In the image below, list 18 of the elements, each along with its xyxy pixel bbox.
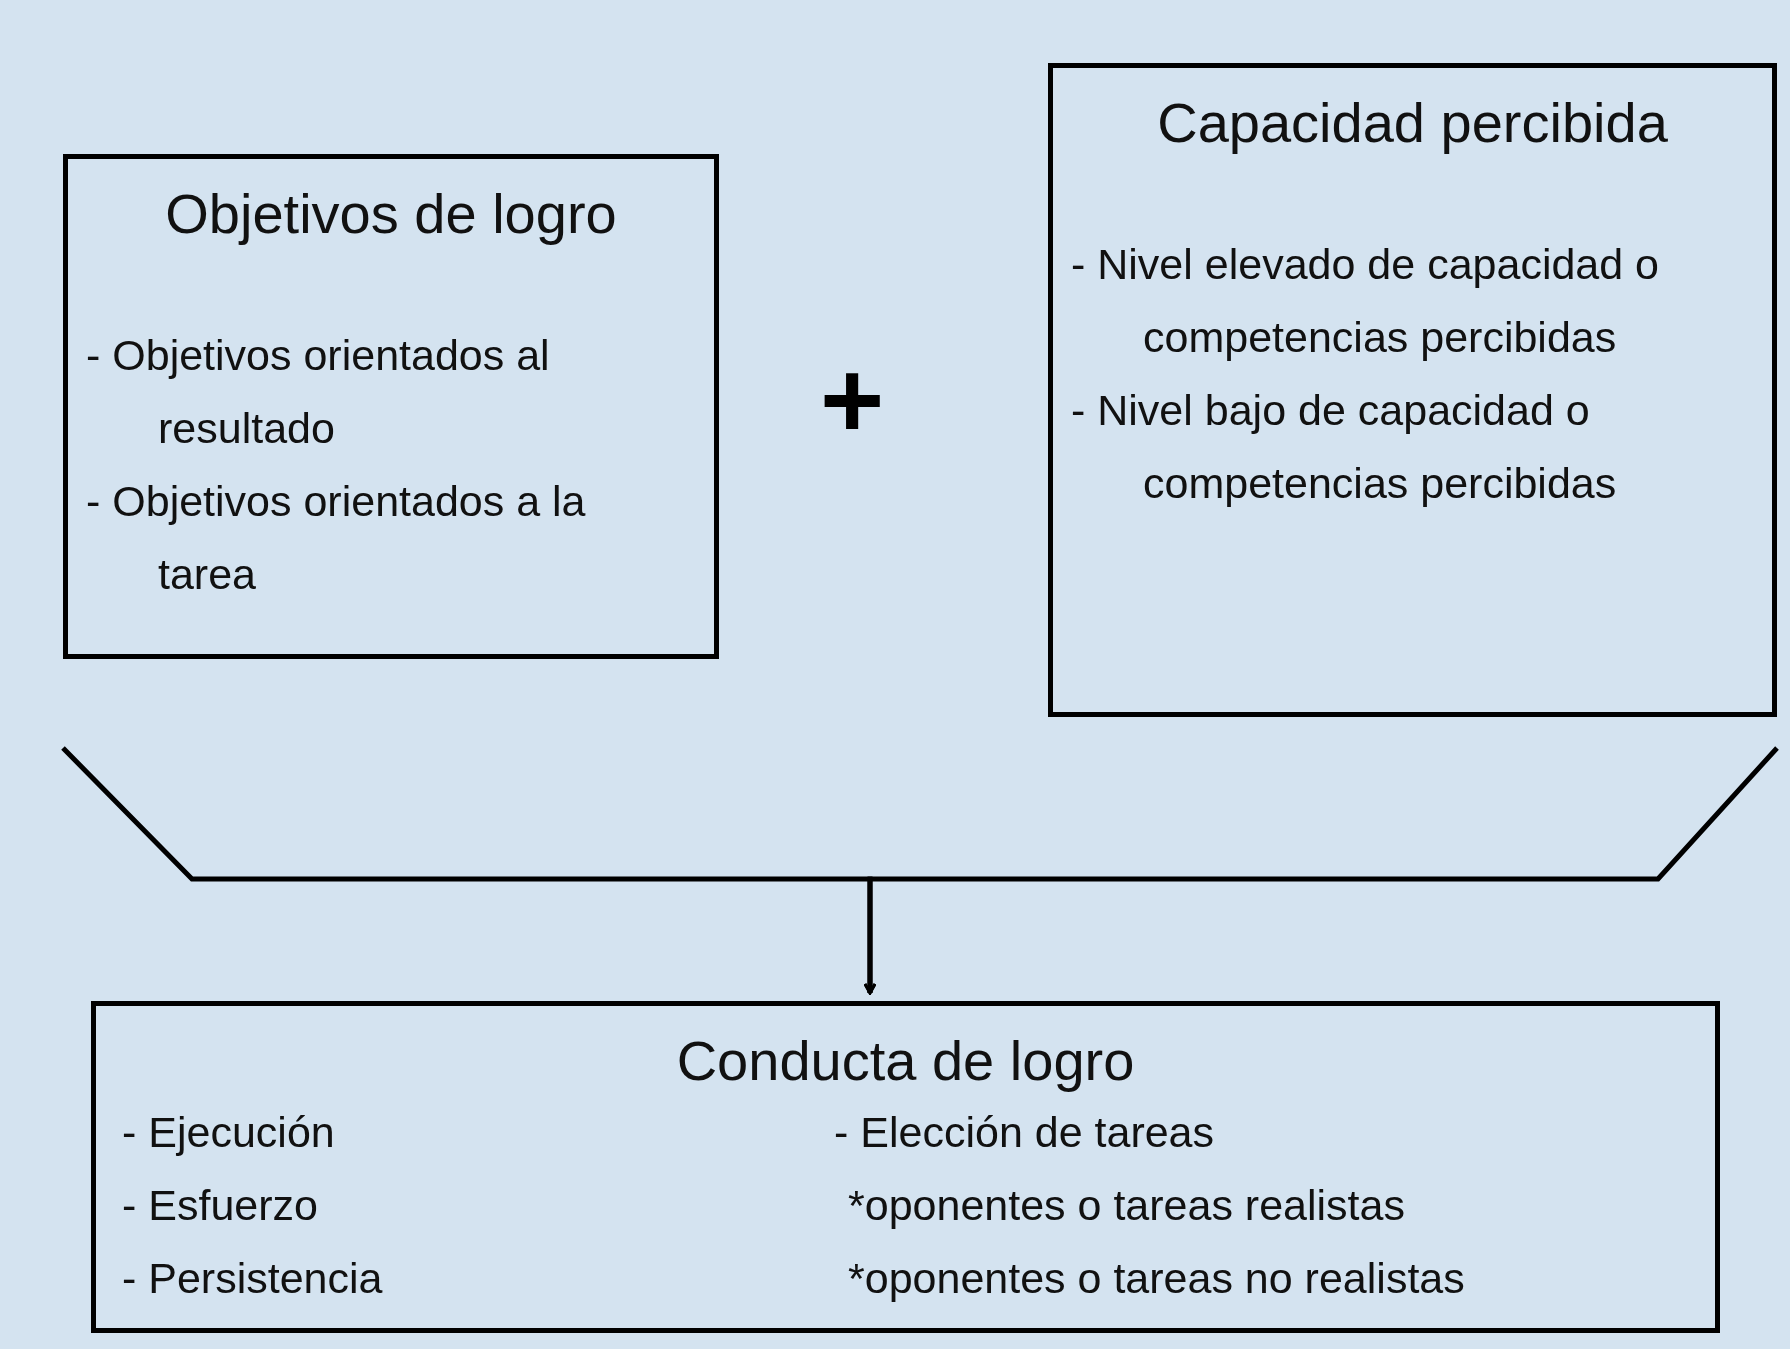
text-box — [63, 154, 719, 659]
text: - Objetivos orientados a la tarea — [86, 476, 587, 601]
text: - Objetivos orientados al resultado — [86, 330, 551, 455]
text: Conducta de logro — [675, 1028, 1136, 1094]
text: - Elección de tareas — [834, 1107, 1216, 1158]
text: Capacidad percibida — [1156, 90, 1669, 156]
text: *oponentes o tareas realistas — [847, 1180, 1406, 1232]
text: - Esfuerzo — [122, 1180, 319, 1232]
text: - Persistencia — [122, 1253, 384, 1305]
text: - Nivel elevado de capacidad o competencias percibidas — [1071, 239, 1661, 364]
text: Objetivos de logro — [164, 181, 618, 247]
text-box — [1048, 63, 1777, 717]
text-box — [91, 1001, 1720, 1333]
text: *oponentes o tareas no realistas — [847, 1253, 1465, 1305]
text: - Nivel bajo de capacidad o competencias percibidas — [1071, 385, 1618, 510]
plus-sign: + — [820, 345, 885, 455]
connector-arrow — [863, 746, 1779, 995]
text: - Ejecución — [122, 1107, 336, 1158]
